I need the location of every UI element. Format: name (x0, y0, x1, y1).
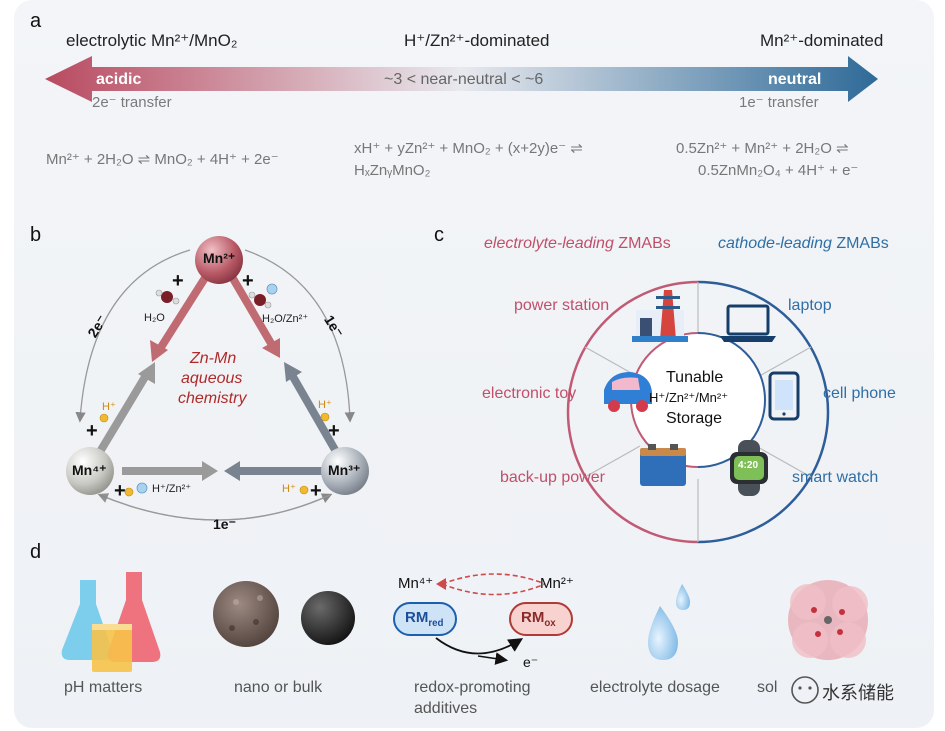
panel-label-b: b (30, 224, 42, 246)
node-mn3-label: Mn³⁺ (328, 462, 361, 478)
app-electronic-toy: electronic toy (482, 385, 577, 402)
h2o-zn-label: H₂O/Zn²⁺ (262, 313, 309, 325)
title-cathode-leading: cathode-leading ZMABs (718, 235, 889, 252)
power-station-icon (632, 290, 688, 342)
center-label-3: chemistry (178, 390, 247, 407)
rm-ox-label: RMox (521, 609, 556, 629)
center-label-2: aqueous (181, 370, 243, 387)
caption-redox-2: additives (414, 700, 478, 717)
node-mn4-label: Mn⁴⁺ (72, 462, 107, 478)
app-smart-watch: smart watch (792, 469, 879, 486)
app-cell-phone: cell phone (823, 385, 896, 402)
label-neutral: neutral (768, 71, 822, 88)
watermark-logo (791, 676, 819, 704)
equation-left: Mn²⁺ + 2H₂O ⇌ MnO₂ + 4H⁺ + 2e⁻ (46, 151, 279, 168)
electron-label-1e-bottom: 1e⁻ (213, 516, 236, 532)
equation-right-line2: 0.5ZnMn₂O₄ + 4H⁺ + e⁻ (698, 162, 859, 179)
header-mn: Mn²⁺-dominated (760, 31, 884, 50)
battery-icon (640, 444, 686, 486)
smartwatch-icon (730, 440, 768, 496)
watermark-text: 水系储能 (822, 683, 894, 703)
caption-dosage: electrolyte dosage (590, 679, 720, 696)
mn2-node (195, 236, 243, 284)
toy-car-icon (604, 372, 652, 412)
redox-mn2-label: Mn²⁺ (540, 575, 574, 592)
mn3-node (321, 447, 369, 495)
caption-ph: pH matters (64, 679, 143, 696)
equation-mid-line1: xH⁺ + yZn²⁺ + MnO₂ + (x+2y)e⁻ ⇌ (354, 140, 583, 157)
panel-label-c: c (434, 224, 444, 246)
caption-solvation: sol (757, 679, 778, 696)
plus-sign-6: + (310, 480, 322, 502)
caption-redox-1: redox-promoting (414, 679, 531, 696)
watch-time: 4:20 (738, 460, 759, 471)
label-near-neutral: ~3 < near-neutral < ~6 (384, 71, 544, 88)
mn4-node (66, 447, 114, 495)
redox-triangle (66, 236, 369, 521)
center-label-1: Zn-Mn (190, 350, 237, 367)
header-electrolytic: electrolytic Mn²⁺/MnO₂ (66, 31, 238, 50)
panel-label-a: a (30, 10, 42, 32)
laptop-icon (720, 304, 776, 342)
app-laptop: laptop (788, 297, 832, 314)
hplus-bottom-label: H⁺ (282, 483, 296, 495)
panel-label-d: d (30, 541, 42, 563)
label-acidic: acidic (96, 71, 142, 88)
plus-sign-3: + (86, 420, 98, 442)
hplus-right-label: H⁺ (318, 399, 332, 411)
transfer-1e: 1e⁻ transfer (739, 94, 819, 111)
plus-sign-5: + (114, 480, 126, 502)
redox-cycle (393, 573, 573, 665)
droplet-icon (648, 584, 690, 660)
caption-nano-bulk: nano or bulk (234, 679, 323, 696)
hplus-left-label: H⁺ (102, 401, 116, 413)
plus-sign-1: + (172, 270, 184, 292)
bulk-particle (301, 591, 355, 645)
center-ions: H⁺/Zn²⁺/Mn²⁺ (649, 390, 729, 405)
plus-sign-2: + (242, 270, 254, 292)
center-storage: Storage (666, 410, 723, 427)
title-electrolyte-leading: electrolyte-leading ZMABs (484, 235, 671, 252)
h2o-label: H₂O (144, 312, 165, 324)
phone-icon (768, 371, 800, 421)
redox-electron-label: e⁻ (523, 654, 539, 670)
transfer-2e: 2e⁻ transfer (92, 94, 172, 111)
ph-arrow (45, 56, 878, 102)
header-h-zn: H⁺/Zn²⁺-dominated (404, 31, 550, 50)
hzn-bottom-label: H⁺/Zn²⁺ (152, 483, 192, 495)
node-mn2-label: Mn²⁺ (203, 250, 236, 266)
flasks-illustration (61, 572, 161, 672)
rm-red-label: RMred (405, 609, 444, 629)
app-backup-power: back-up power (500, 469, 605, 486)
plus-sign-4: + (328, 420, 340, 442)
app-power-station: power station (514, 297, 610, 314)
solvation-structure (788, 580, 868, 660)
center-tunable: Tunable (666, 369, 724, 386)
equation-mid-line2: HₓZnᵧMnO₂ (354, 162, 431, 179)
equation-right-line1: 0.5Zn²⁺ + Mn²⁺ + 2H₂O ⇌ (676, 140, 849, 157)
nano-particle (213, 581, 279, 647)
application-wheel (566, 280, 830, 544)
redox-mn4-label: Mn⁴⁺ (398, 575, 434, 592)
